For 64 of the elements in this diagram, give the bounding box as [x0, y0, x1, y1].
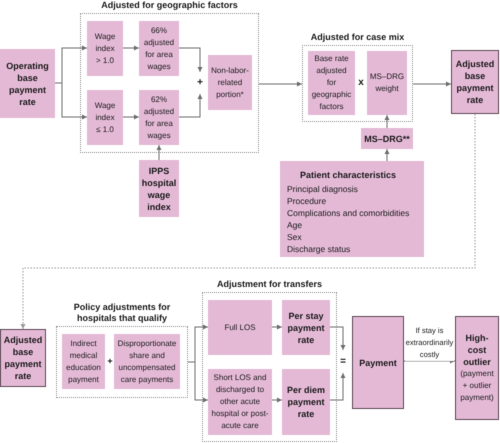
group-title: Policy adjustments for hospitals that qualify: [72, 302, 172, 324]
group-title: Adjusted for case mix: [310, 32, 406, 43]
list-item: Procedure: [287, 195, 326, 207]
arrow: [54, 82, 88, 120]
box-label: 66% adjusted for area wages: [142, 24, 176, 72]
group-title: Adjustment for transfers: [216, 279, 324, 290]
box-label: Non-labor-related portion*: [210, 64, 250, 100]
arrow: [412, 82, 452, 86]
arrow: [272, 324, 282, 330]
arrow: [178, 94, 202, 118]
arrow: [122, 46, 140, 50]
list-item: Principal diagnosis: [287, 183, 358, 195]
box-label: Per stay payment rate: [286, 310, 326, 346]
process-box: [87, 90, 123, 145]
box-label: High-cost outlier: [462, 332, 492, 368]
operator-sign: +: [195, 72, 205, 94]
result-box: [352, 316, 404, 409]
process-box: [367, 51, 407, 115]
result-box: [455, 316, 499, 420]
box-heading: Patient characteristics: [300, 169, 396, 181]
box-label: MS–DRG weight: [369, 71, 405, 95]
info-box: [280, 161, 424, 257]
arrow: [178, 48, 202, 72]
process-box: [87, 21, 123, 76]
box-label: Wage index ≤ 1.0: [94, 100, 116, 136]
box-label: Disproportionate share and uncompensated care payments: [116, 338, 178, 386]
arrow: [272, 398, 282, 402]
process-box: [361, 128, 413, 149]
list-item: Sex: [287, 231, 302, 243]
plus-sign: +: [106, 355, 114, 367]
arrow: [258, 82, 302, 86]
dotted-arrow: [20, 114, 476, 330]
arrow: [330, 372, 346, 400]
process-box: [208, 300, 272, 355]
operator-sign: =: [337, 350, 349, 373]
box-label: Base rate adjusted for geographic factors: [311, 53, 352, 113]
arrow: [384, 114, 390, 128]
list-item: Age: [287, 219, 302, 231]
box-label: Indirect medical education payment: [65, 338, 102, 386]
box-label: Short LOS and discharged to other acute hospital or post-acute care: [210, 372, 270, 432]
box-label: Adjusted base payment rate: [2, 334, 44, 382]
box-label: Per diem payment rate: [286, 384, 326, 420]
result-box: [451, 50, 499, 114]
arrow: [330, 326, 346, 350]
list-item: Complications and comorbidities: [287, 207, 410, 219]
box-label: MS–DRG**: [364, 132, 410, 144]
process-box: [282, 369, 330, 435]
arrow: [122, 114, 140, 120]
process-box: [282, 300, 330, 355]
box-label: Payment: [359, 356, 397, 368]
box-label: Wage index > 1.0: [94, 30, 116, 66]
box-label: Operating base payment rate: [5, 60, 50, 108]
box-label: Full LOS: [224, 322, 256, 334]
box-label: 62% adjusted for area wages: [142, 94, 176, 142]
box-label: (payment + outlier payment): [460, 368, 494, 404]
process-box: [208, 55, 252, 110]
box-label: IPPS hospital wage index: [141, 164, 177, 212]
list-item: Discharge status: [287, 243, 350, 255]
multiply-sign: x: [357, 77, 365, 89]
process-box: [0, 49, 55, 118]
arrow: [384, 148, 390, 162]
arrow: [156, 144, 162, 160]
group-title: Adjusted for geographic factors: [100, 0, 239, 11]
box-label: Adjusted base payment rate: [454, 58, 496, 106]
